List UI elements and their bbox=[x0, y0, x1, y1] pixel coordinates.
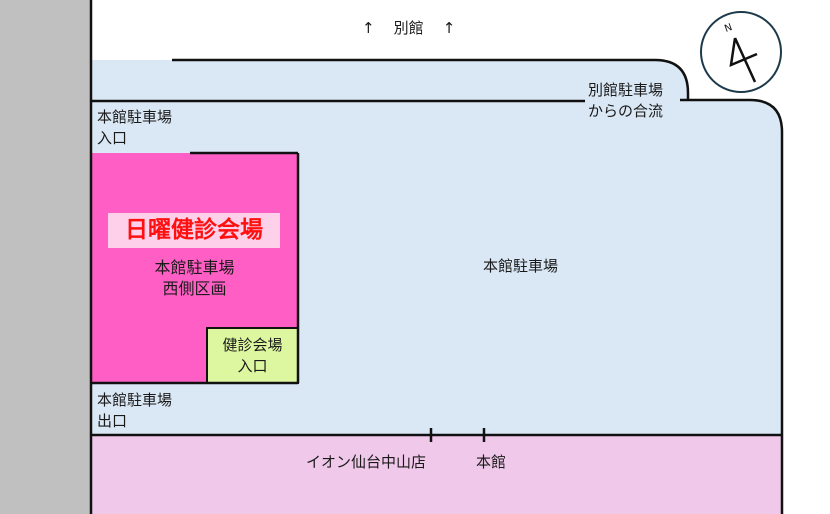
main-lot-label: 本館駐車場 bbox=[483, 257, 559, 275]
annex-merge-label: 別館駐車場 からの合流 bbox=[588, 80, 663, 122]
compass bbox=[700, 11, 782, 93]
west-section-label: 本館駐車場 西側区画 bbox=[91, 257, 298, 299]
venue-entrance-label: 健診会場 入口 bbox=[207, 335, 298, 377]
west-label-line: 西側区画 bbox=[162, 279, 227, 298]
store-building-label: 本館 bbox=[476, 453, 507, 471]
exit-label-line: 本館駐車場 bbox=[97, 391, 173, 409]
store-building-area bbox=[91, 435, 782, 514]
map-outlines bbox=[89, 0, 784, 514]
annex-direction-label: ↑ 別館 ↑ bbox=[362, 18, 455, 39]
venue-entrance-line: 入口 bbox=[237, 357, 268, 375]
west-label-line: 本館駐車場 bbox=[154, 258, 235, 277]
sidewalk-strip bbox=[0, 0, 90, 514]
entrance-label-line: 入口 bbox=[97, 129, 128, 147]
north-arrow-icon bbox=[729, 37, 758, 83]
merge-label-line: 別館駐車場 bbox=[588, 81, 664, 99]
entrance-label-line: 本館駐車場 bbox=[97, 108, 173, 126]
merge-label-line: からの合流 bbox=[588, 102, 664, 120]
main-lot-entrance-label: 本館駐車場 入口 bbox=[97, 107, 172, 149]
venue-entrance-box bbox=[206, 327, 299, 384]
main-lot-exit-label: 本館駐車場 出口 bbox=[97, 390, 172, 432]
annex-label: 別館 bbox=[393, 19, 424, 37]
venue-title: 日曜健診会場 bbox=[108, 213, 280, 248]
arrow-up-icon: ↑ bbox=[362, 19, 375, 37]
venue-entrance-line: 健診会場 bbox=[222, 336, 283, 354]
exit-label-line: 出口 bbox=[97, 412, 128, 430]
store-name-label: イオン仙台中山店 bbox=[306, 453, 427, 471]
arrow-up-icon: ↑ bbox=[442, 19, 456, 37]
